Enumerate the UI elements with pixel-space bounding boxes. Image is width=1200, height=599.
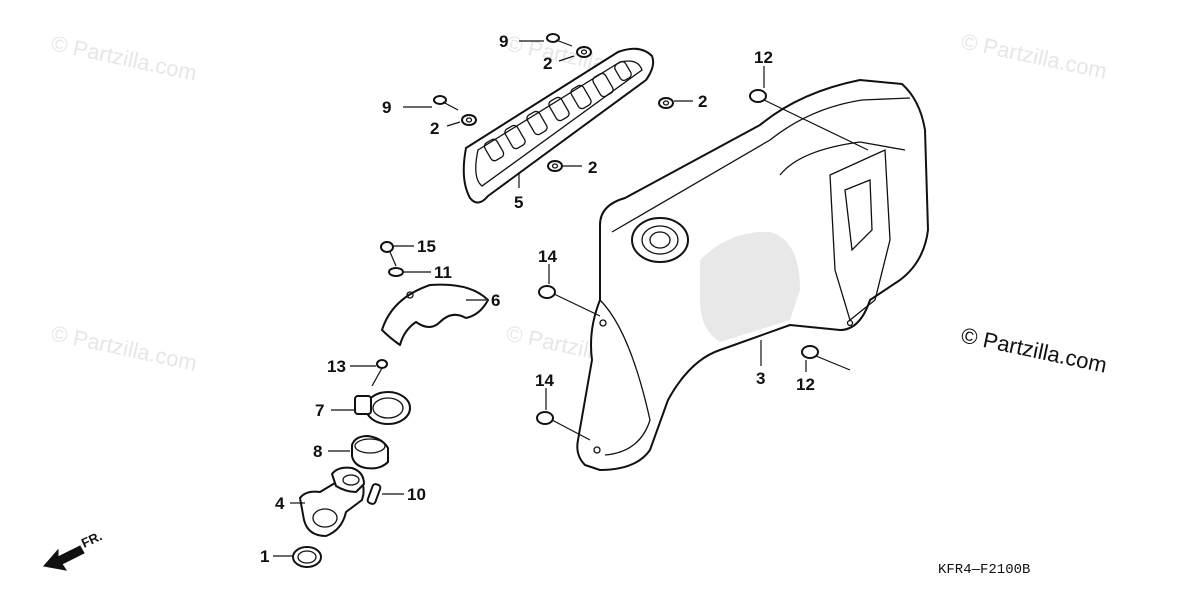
stud-bolt [366, 483, 382, 505]
callout-label: 12 [796, 375, 815, 394]
bolt-12-top [749, 89, 869, 151]
callout-label: 7 [315, 401, 324, 420]
connecting-sleeve [351, 435, 389, 470]
callout-label: 11 [434, 263, 452, 282]
watermark-text: © Partzilla.com [49, 30, 199, 85]
watermark-text: © Partzilla.com [959, 28, 1109, 83]
callout-label: 2 [698, 92, 707, 111]
copyright-notice: © Partzilla.com [959, 322, 1109, 377]
callout-label: 3 [756, 369, 765, 388]
heat-guard-plate [462, 47, 655, 204]
bolt-12-bottom [801, 345, 851, 371]
callout-label: 8 [313, 442, 322, 461]
callout-label: 5 [514, 193, 523, 212]
front-direction-label: FR. [79, 528, 104, 550]
diagram-part-code: KFR4—F2100B [938, 562, 1030, 578]
washer-11 [388, 267, 404, 277]
muffler-body [576, 79, 929, 471]
bolt-9-left [433, 95, 459, 111]
washer-2-left [461, 114, 477, 126]
callout-leaders [273, 40, 807, 557]
gasket [292, 546, 322, 568]
washer-2-lower [547, 160, 563, 172]
callout-label: 15 [417, 237, 436, 256]
front-direction-indicator: FR. [43, 528, 104, 571]
bolt-13 [371, 359, 388, 387]
callout-label: 9 [499, 32, 508, 51]
callout-label: 2 [588, 158, 597, 177]
callout-label: 4 [275, 494, 285, 513]
callout-label: 14 [535, 371, 554, 390]
washer-2-right [658, 97, 674, 109]
callout-label: 6 [491, 291, 500, 310]
band-clamp [354, 391, 411, 425]
callout-label: 1 [260, 547, 269, 566]
exhaust-pipe-joint [299, 466, 365, 537]
joint-protector [381, 283, 489, 346]
front-arrow-icon [43, 545, 85, 571]
watermark-text: © Partzilla.com [49, 320, 199, 375]
callout-label: 2 [543, 54, 552, 73]
callout-label: 10 [407, 485, 426, 504]
bolt-9-top [546, 33, 573, 47]
bolt-14-upper [538, 285, 601, 317]
filler-cap [631, 217, 689, 263]
callout-label: 2 [430, 119, 439, 138]
callout-label: 12 [754, 48, 773, 67]
callout-label: 9 [382, 98, 391, 117]
washer-2-top [576, 46, 592, 58]
callout-labels: 9 2 2 9 2 2 5 12 15 11 6 14 13 7 3 12 14… [260, 32, 815, 566]
callout-label: 14 [538, 247, 557, 266]
bolt-15 [380, 241, 397, 267]
bolt-14-lower [536, 411, 591, 441]
callout-label: 13 [327, 357, 346, 376]
